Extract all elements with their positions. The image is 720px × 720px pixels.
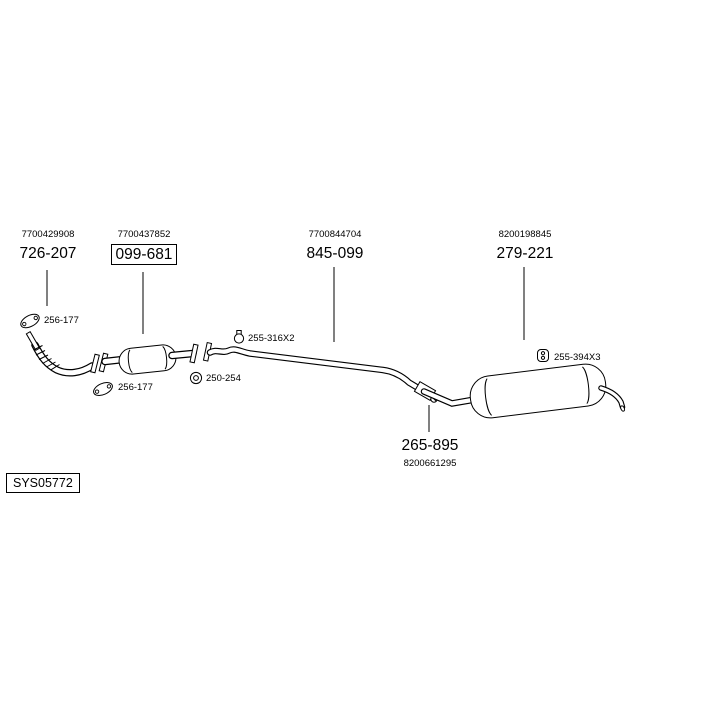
front-flange <box>25 330 41 352</box>
hanger-icon <box>537 349 549 362</box>
gasket-icon-cat <box>91 379 115 399</box>
label-group-middle-pipe: 7700844704 845-099 <box>289 228 381 263</box>
label-group-joint: 265-895 8200661295 <box>384 436 476 470</box>
clamp-label: 255-316X2 <box>248 333 295 344</box>
ring-gasket-icon <box>189 371 203 385</box>
flex-section <box>33 345 60 371</box>
hanger-label: 255-394X3 <box>554 352 601 363</box>
gasket-icon-front <box>18 310 42 332</box>
ring-gasket-label: 250-254 <box>206 373 241 384</box>
gasket-front-label: 256-177 <box>44 315 79 326</box>
muffler-body <box>469 363 607 419</box>
part-number-front-pipe: 726-207 <box>19 245 77 262</box>
middle-pipe <box>202 341 428 395</box>
part-number-rear-muffler: 279-221 <box>496 245 554 262</box>
label-group-rear-muffler: 8200198845 279-221 <box>479 228 571 263</box>
system-code: SYS05772 <box>6 473 80 493</box>
label-group-catalyst: 7700437852 099-681 <box>98 228 190 265</box>
cat-outlet-flange <box>189 343 199 364</box>
oem-number-rear-muffler: 8200198845 <box>498 229 552 240</box>
oem-number-middle-pipe: 7700844704 <box>308 229 362 240</box>
gasket-cat-label: 256-177 <box>118 382 153 393</box>
front-pipe <box>25 330 100 377</box>
part-number-catalyst-boxed: 099-681 <box>110 244 178 265</box>
part-number-joint: 265-895 <box>401 437 459 454</box>
catalytic-converter <box>98 343 199 375</box>
oem-number-joint: 8200661295 <box>403 458 457 469</box>
front-pipe-end-flange <box>90 353 100 374</box>
cat-body <box>118 344 177 375</box>
part-number-middle-pipe: 845-099 <box>306 245 364 262</box>
tailpipe <box>598 385 626 412</box>
oem-number-front-pipe: 7700429908 <box>21 229 75 240</box>
oem-number-catalyst: 7700437852 <box>117 229 171 240</box>
rear-muffler <box>469 363 626 419</box>
label-group-front-pipe: 7700429908 726-207 <box>2 228 94 263</box>
rear-pipe <box>420 388 476 407</box>
clamp-icon <box>233 330 245 344</box>
